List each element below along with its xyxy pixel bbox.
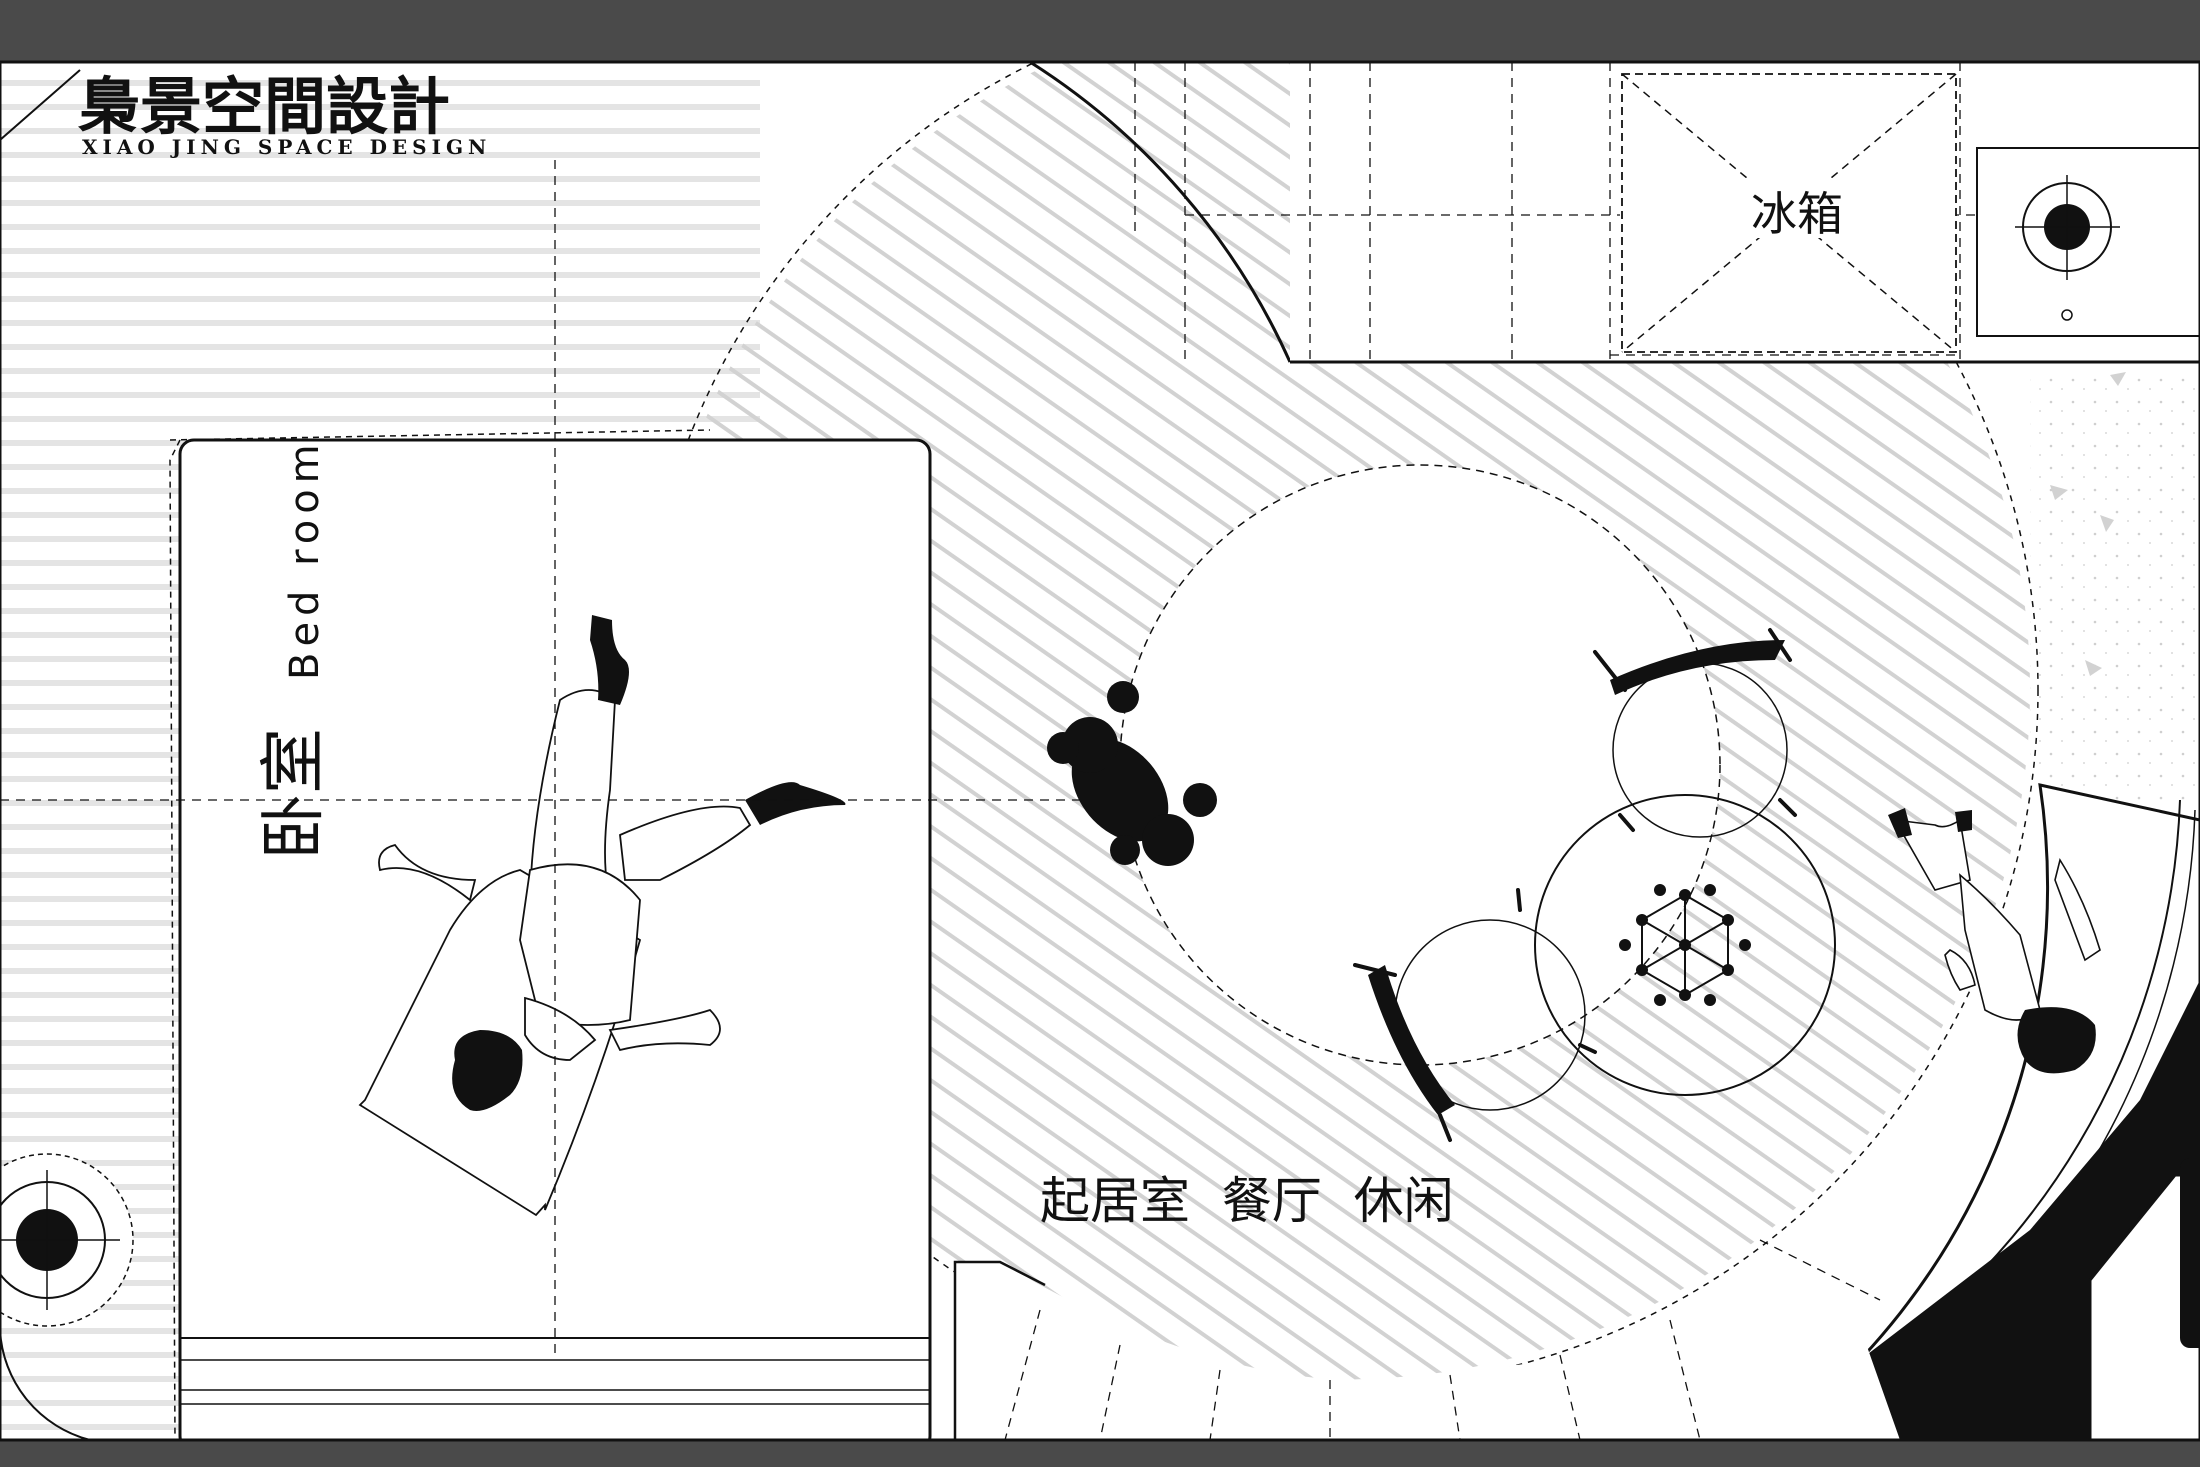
fridge-label: 冰箱 bbox=[1751, 187, 1843, 241]
bottom-floor bbox=[955, 1262, 1900, 1440]
dog-silhouette bbox=[1047, 681, 1217, 866]
dining-set bbox=[1353, 628, 1836, 1142]
corner-wall bbox=[0, 69, 81, 141]
radial-lines bbox=[1004, 1239, 1881, 1440]
corner-arc bbox=[0, 1329, 91, 1440]
bottom-wall bbox=[953, 1260, 1046, 1440]
dining-table bbox=[1534, 794, 1836, 1096]
logo: 梟景空間設計 XIAO JING SPACE DESIGN bbox=[77, 70, 491, 159]
living-dining-label: 起居室 餐厅 休闲 bbox=[1040, 1172, 1454, 1230]
chair-back-left bbox=[1368, 965, 1455, 1115]
standing-person bbox=[1893, 818, 2101, 1021]
logo-english: XIAO JING SPACE DESIGN bbox=[82, 135, 491, 159]
bedroom-en-label: Bed room bbox=[282, 438, 328, 680]
door-handle bbox=[2180, 1158, 2200, 1348]
logo-chinese: 梟景空間設計 bbox=[77, 70, 450, 143]
inner-circle bbox=[1119, 464, 1721, 1066]
speckle-marks bbox=[2050, 372, 2126, 676]
paper-border bbox=[0, 60, 2200, 1442]
bedroom-cn-label: 卧室 bbox=[255, 728, 332, 860]
dotted-zone bbox=[2030, 372, 2200, 800]
fridge: 冰箱 bbox=[1621, 73, 1957, 353]
target-symbol-left bbox=[0, 1153, 134, 1327]
chair-back-top bbox=[1610, 640, 1785, 695]
stove bbox=[1976, 147, 2200, 337]
circle-arc-top bbox=[1029, 62, 1292, 363]
person-dark-parts bbox=[452, 615, 846, 1111]
person-head bbox=[1888, 808, 2096, 1074]
